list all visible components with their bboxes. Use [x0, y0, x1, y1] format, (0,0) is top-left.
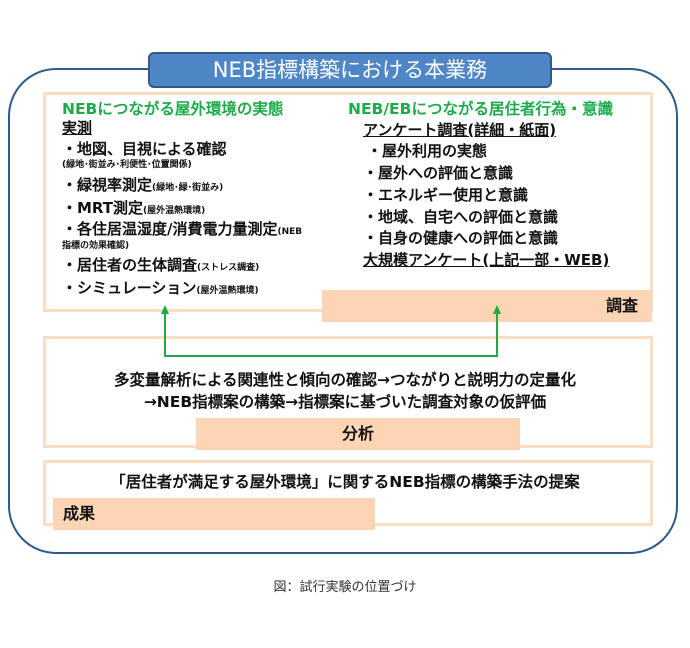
- result-text: 「居住者が満足する屋外環境」に関するNEB指標の構築手法の提案: [110, 473, 580, 491]
- questionnaire-heading: アンケート調査(詳細・紙面): [363, 121, 557, 139]
- left-item: ・シミュレーション(屋外温熱環境): [62, 279, 259, 297]
- measure-heading: 実測: [62, 119, 93, 137]
- right-item: ・自身の健康への評価と意識: [363, 229, 559, 247]
- left-item: ・緑視率測定(緑地･緑･街並み): [62, 176, 224, 194]
- right-item: ・屋外への評価と意識: [363, 164, 514, 182]
- left-item: ・居住者の生体調査(ストレス調査): [62, 256, 260, 274]
- diagram-title: NEB指標構築における本業務: [148, 52, 552, 88]
- left-item: ・地図、目視による確認: [62, 140, 227, 158]
- analysis-line-1: 多変量解析による関連性と傾向の確認→つながりと説明力の定量化: [113, 371, 577, 389]
- feedback-arrow-line: [164, 312, 498, 357]
- result-label: 成果: [53, 498, 375, 530]
- right-item: ・エネルギー使用と意識: [363, 186, 529, 204]
- arrow-head-icon: [493, 305, 501, 314]
- left-item-note: (緑地･街並み･利便性･位置関係): [62, 160, 192, 170]
- left-heading: NEBにつながる屋外環境の実態: [62, 100, 284, 118]
- left-item: ・MRT測定(屋外温熱環境): [62, 199, 206, 217]
- right-heading: NEB/EBにつながる居住者行為・意識: [348, 100, 613, 118]
- large-survey-heading: 大規模アンケート(上記一部・WEB): [363, 251, 610, 269]
- right-item: ・屋外利用の実態: [367, 142, 488, 160]
- analysis-label: 分析: [196, 418, 520, 450]
- figure-caption: 図：試行実験の位置づけ: [273, 580, 417, 595]
- survey-label: 調査: [322, 290, 652, 322]
- right-item: ・地域、自宅への評価と意識: [363, 208, 559, 226]
- left-item-note: 指標の効果確認): [62, 241, 130, 251]
- left-item: ・各住居温湿度/消費電力量測定(NEB: [62, 220, 303, 238]
- arrow-head-icon: [161, 305, 169, 314]
- analysis-line-2: →NEB指標案の構築→指標案に基づいた調査対象の仮評価: [143, 393, 547, 411]
